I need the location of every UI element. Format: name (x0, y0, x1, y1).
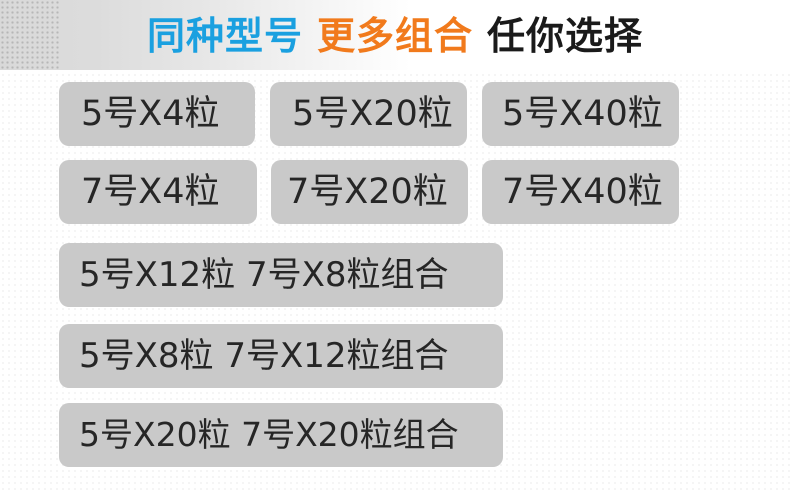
option-5-x40[interactable]: 5号X40粒 (482, 82, 679, 146)
option-7-x20[interactable]: 7号X20粒 (271, 160, 468, 224)
header-banner: 同种型号更多组合任你选择 (0, 0, 790, 70)
option-combo-5x12-7x8[interactable]: 5号X12粒 7号X8粒组合 (59, 243, 503, 307)
option-5-x20[interactable]: 5号X20粒 (270, 82, 467, 146)
title-more-combos: 更多组合 (316, 14, 473, 58)
header-title: 同种型号更多组合任你选择 (0, 0, 790, 70)
option-5-x4[interactable]: 5号X4粒 (59, 82, 255, 146)
option-combo-5x20-7x20[interactable]: 5号X20粒 7号X20粒组合 (59, 403, 503, 467)
option-combo-5x8-7x12[interactable]: 5号X8粒 7号X12粒组合 (59, 324, 503, 388)
option-7-x4[interactable]: 7号X4粒 (59, 160, 257, 224)
title-same-model: 同种型号 (146, 14, 303, 58)
option-7-x40[interactable]: 7号X40粒 (482, 160, 679, 224)
title-your-choice: 任你选择 (487, 14, 644, 58)
